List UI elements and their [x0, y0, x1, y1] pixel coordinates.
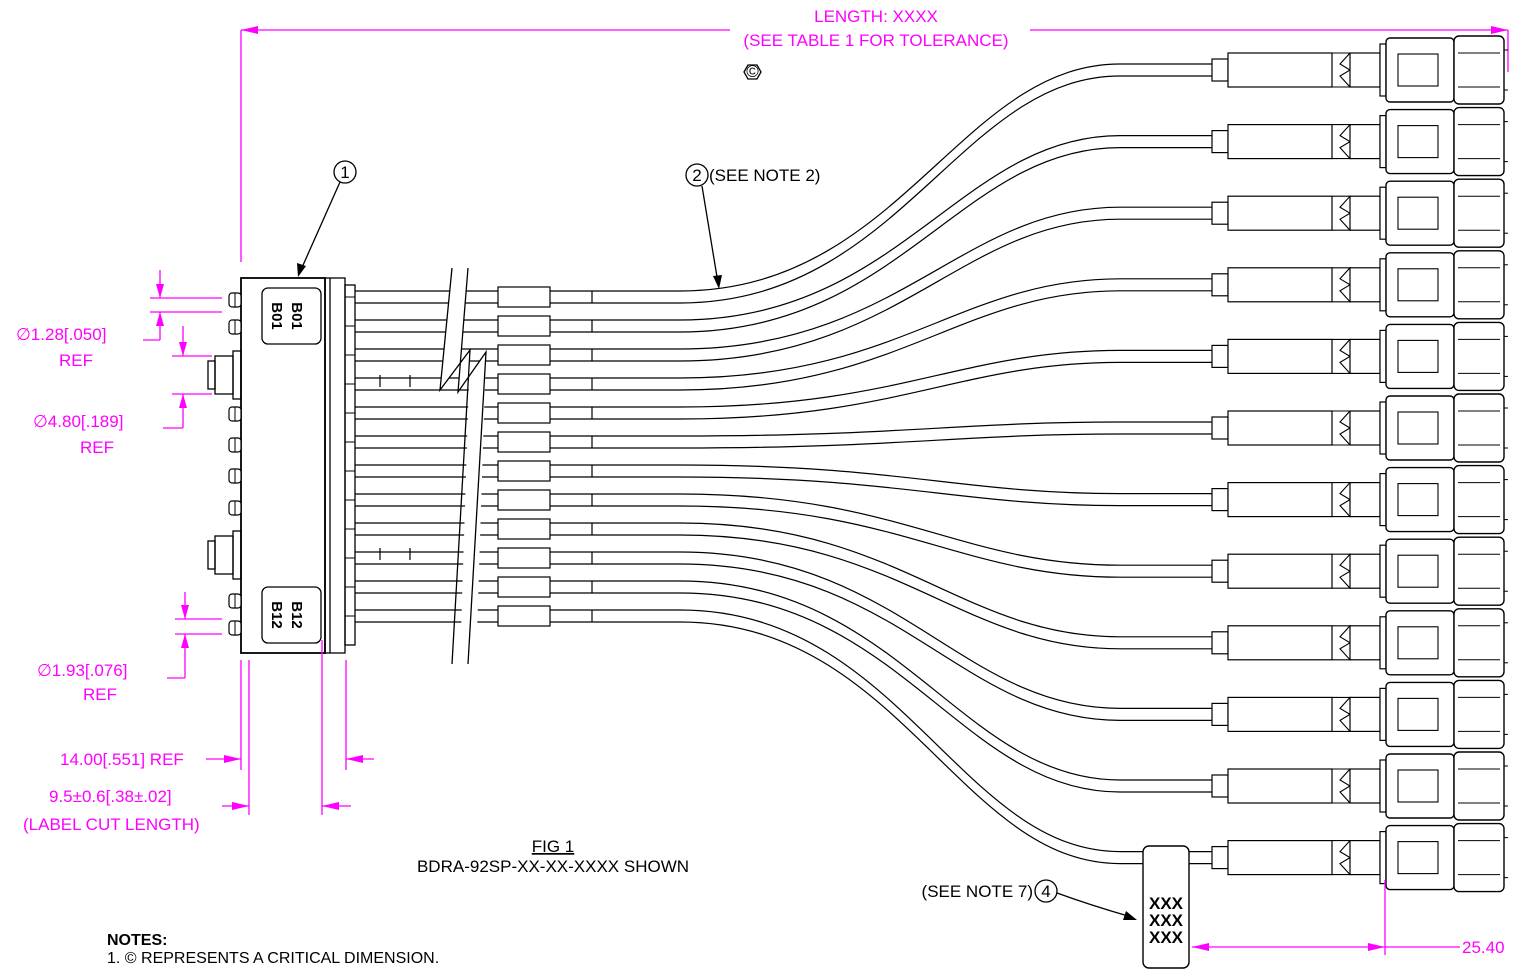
svg-text:14.00[.551] REF: 14.00[.551] REF: [60, 750, 184, 769]
cable: [345, 576, 1212, 793]
cable: [345, 349, 1212, 424]
cable: [345, 518, 1212, 650]
svg-text:B01: B01: [268, 302, 285, 330]
cable-break: [439, 267, 487, 665]
svg-text:REF: REF: [59, 351, 93, 370]
svg-text:B12: B12: [268, 601, 285, 629]
balloon-1: 1: [297, 160, 357, 277]
svg-text:4: 4: [1041, 882, 1050, 901]
pin: [228, 620, 242, 636]
tag-line-2: XXX: [1149, 911, 1184, 930]
svg-text:(LABEL CUT LENGTH): (LABEL CUT LENGTH): [23, 815, 200, 834]
cable: [345, 460, 1212, 507]
length-label: LENGTH: XXXX: [814, 7, 938, 26]
connector-housing: [240, 277, 356, 654]
svg-text:B12: B12: [288, 601, 305, 629]
length-dimension: LENGTH: XXXX (SEE TABLE 1 FOR TOLERANCE): [240, 7, 1509, 262]
sma-connector: [1211, 608, 1508, 678]
svg-text:B01: B01: [288, 302, 305, 330]
connector-pins: [228, 292, 242, 636]
sma-connector: [1211, 393, 1508, 463]
label-b01: B01 B01: [261, 287, 322, 345]
break-line-right: [457, 267, 487, 665]
balloon-4: 4 (SEE NOTE 7): [922, 879, 1137, 920]
svg-text:∅4.80[.189]: ∅4.80[.189]: [33, 412, 123, 431]
svg-text:1: 1: [340, 163, 349, 182]
svg-text:REF: REF: [83, 685, 117, 704]
sma-connector: [1211, 321, 1508, 392]
balloon-2-note: (SEE NOTE 2): [709, 166, 820, 185]
jackscrew-top: [207, 350, 242, 400]
break-line-left: [439, 267, 471, 665]
critical-dimension-symbol: ©: [743, 62, 762, 81]
svg-text:©: ©: [746, 62, 759, 81]
length-tolerance-label: (SEE TABLE 1 FOR TOLERANCE): [743, 31, 1008, 50]
cable: [345, 206, 1212, 366]
pin: [228, 437, 242, 453]
cable: [345, 547, 1212, 721]
tag-line-1: XXX: [1149, 894, 1184, 913]
sma-connector: [1211, 822, 1508, 893]
svg-text:∅1.28[.050]: ∅1.28[.050]: [16, 325, 106, 344]
svg-text:25.40: 25.40: [1462, 938, 1505, 957]
sma-connector: [1211, 35, 1508, 105]
cables: [345, 63, 1212, 865]
cable: [345, 63, 1212, 308]
dim-14-00: 14.00[.551] REF: [60, 660, 374, 770]
figure-subtitle: BDRA-92SP-XX-XX-XXXX SHOWN: [417, 857, 689, 876]
svg-text:9.5±0.6[.38±.02]: 9.5±0.6[.38±.02]: [49, 787, 172, 806]
svg-text:2: 2: [692, 166, 701, 185]
cable: [345, 489, 1212, 578]
pin: [228, 292, 242, 308]
dim-jackscrew-diameter: ∅4.80[.189] REF: [33, 326, 212, 457]
cable-marker-tag: XXX XXX XXX: [1142, 845, 1190, 969]
dim-25-40: 25.40: [1192, 880, 1505, 957]
pin: [228, 468, 242, 484]
label-b12: B12 B12: [261, 586, 322, 644]
sma-connector: [1211, 178, 1508, 248]
dim-label-cut-length: 9.5±0.6[.38±.02] (LABEL CUT LENGTH): [23, 640, 351, 834]
pin: [228, 593, 242, 609]
break-fill: [440, 268, 486, 664]
note-1: 1. © REPRESENTS A CRITICAL DIMENSION.: [107, 950, 440, 967]
cable: [345, 605, 1212, 865]
sma-connector: [1211, 679, 1508, 750]
jackscrew-bottom: [207, 530, 242, 580]
sma-connector: [1211, 250, 1508, 320]
balloon-4-note: (SEE NOTE 7): [922, 882, 1033, 901]
dim-screw-diameter: ∅1.93[.076] REF: [37, 592, 222, 704]
figure-title: FIG 1: [532, 837, 575, 856]
sma-connector: [1211, 464, 1508, 535]
cable: [345, 135, 1212, 337]
pin: [228, 319, 242, 335]
notes-title: NOTES:: [107, 932, 168, 949]
figure-caption: FIG 1 BDRA-92SP-XX-XX-XXXX SHOWN: [417, 837, 689, 876]
svg-text:REF: REF: [80, 438, 114, 457]
sma-connector: [1211, 751, 1508, 821]
notes-block: NOTES: 1. © REPRESENTS A CRITICAL DIMENS…: [107, 932, 439, 968]
tag-line-3: XXX: [1149, 928, 1184, 947]
sma-connector: [1211, 106, 1508, 177]
svg-text:∅1.93[.076]: ∅1.93[.076]: [37, 661, 127, 680]
cable: [345, 421, 1212, 453]
sma-connector: [1211, 536, 1508, 606]
sma-connectors: [1211, 35, 1508, 893]
cable: [345, 278, 1212, 395]
pin: [228, 500, 242, 516]
dim-pin-diameter: ∅1.28[.050] REF: [16, 270, 222, 370]
pin: [228, 406, 242, 422]
balloon-2: 2 (SEE NOTE 2): [685, 163, 820, 289]
